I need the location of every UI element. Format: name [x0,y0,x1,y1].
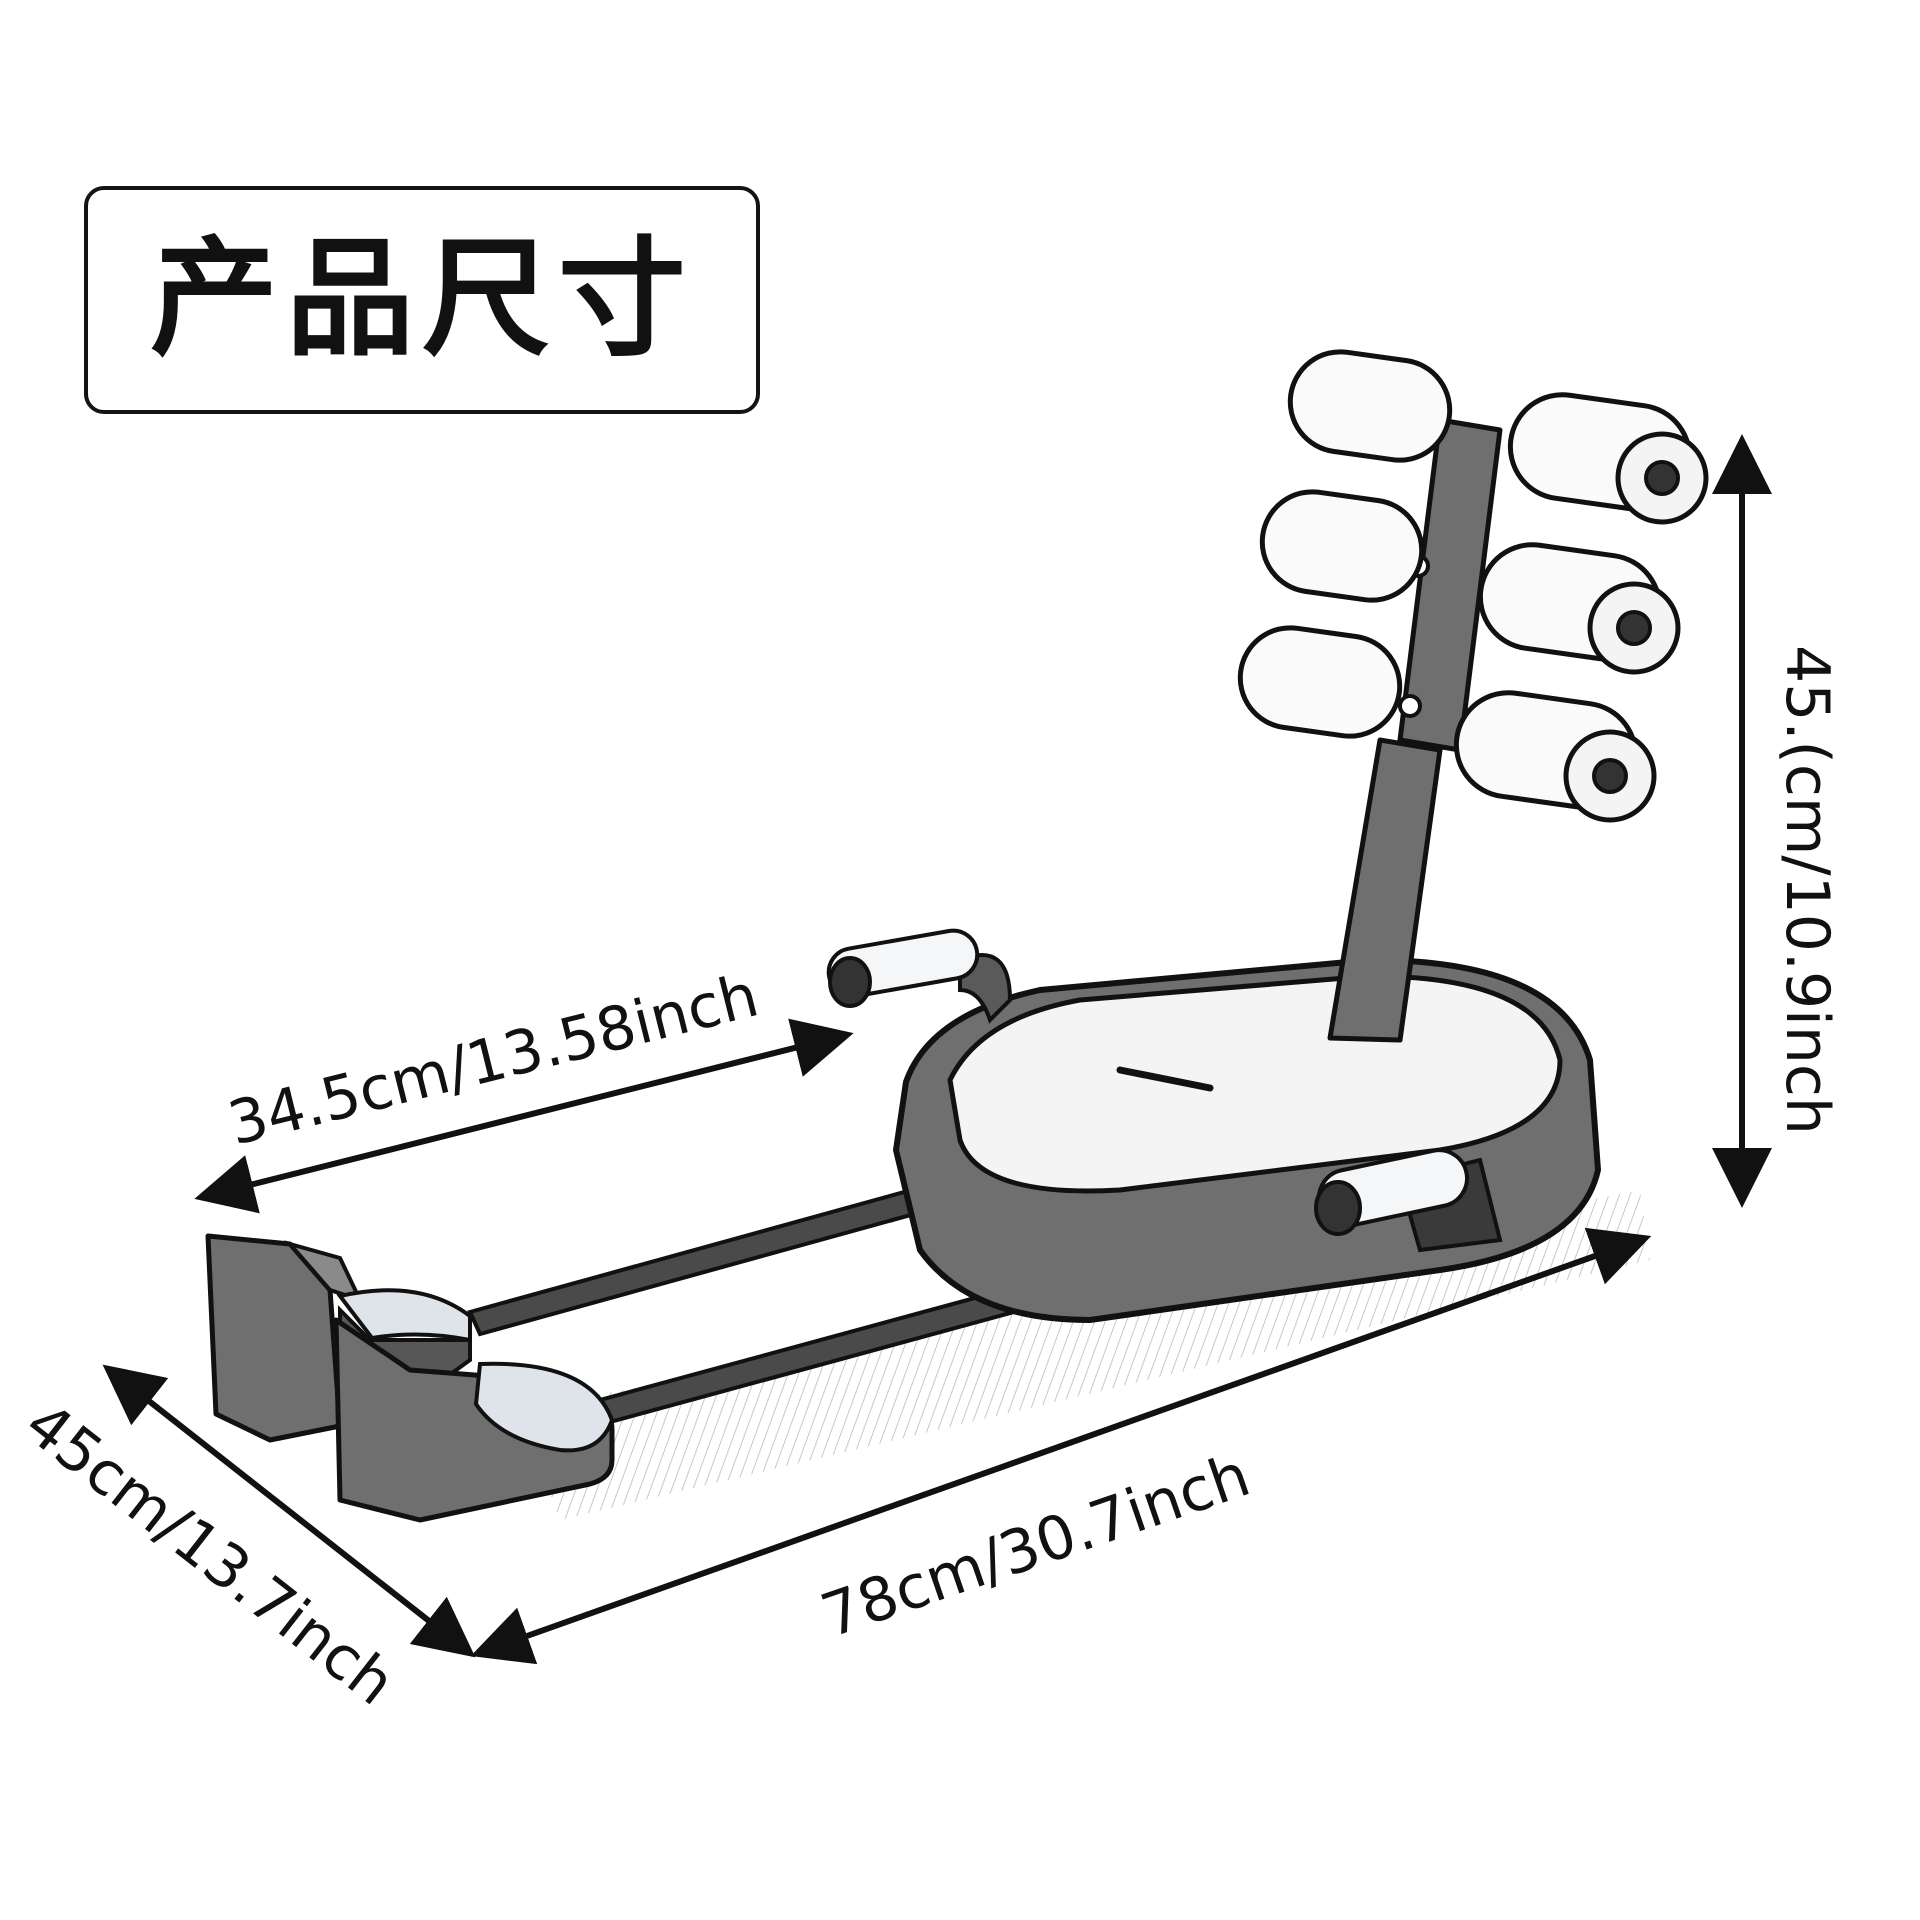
dimension-label-height: 45.(cm/10.9inch [1771,645,1842,1135]
rollers [1237,349,1709,823]
back-post [1327,417,1503,1043]
dimension-arrow-top-width [194,1018,854,1214]
front-handle [826,928,1013,1024]
page-title: 产品尺寸 [149,225,694,374]
dimension-arrow-depth [102,1364,476,1658]
foot-holders [205,1233,615,1523]
title-box: 产品尺寸 [84,186,760,414]
dimension-arrow-length [470,1227,1652,1665]
side-handle [1314,1148,1503,1253]
